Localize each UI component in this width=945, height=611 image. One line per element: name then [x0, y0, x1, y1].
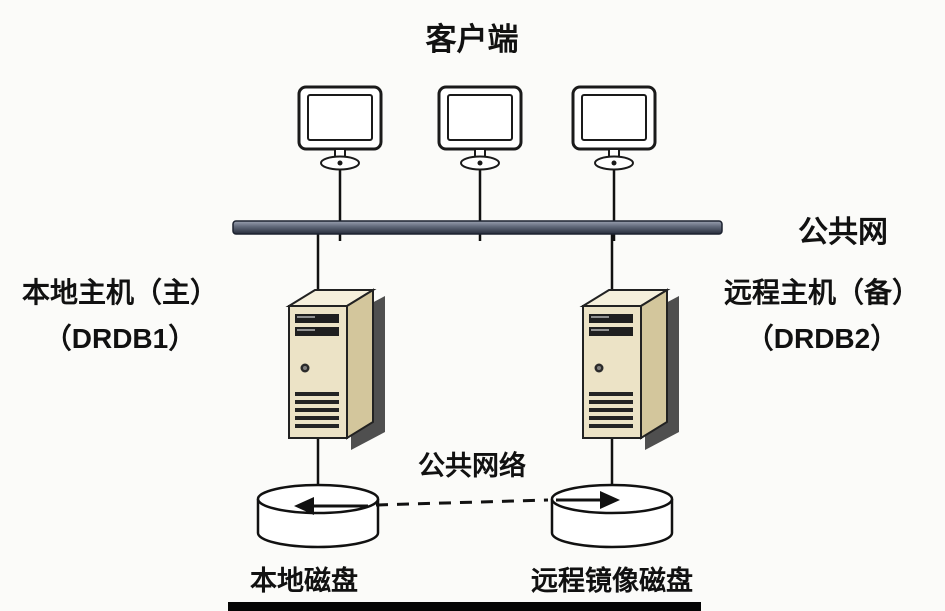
- local-server-icon: [288, 289, 386, 451]
- clients-title-label: 客户端: [426, 22, 519, 57]
- client-monitor-icon: [437, 85, 523, 171]
- local-disk-label: 本地磁盘: [250, 565, 358, 596]
- network-bus-bar: [232, 220, 723, 235]
- local-disk-icon: [256, 483, 380, 549]
- remote-disk-label: 远程镜像磁盘: [531, 565, 693, 596]
- replication-arrows: [294, 491, 620, 515]
- remote-server-icon: [582, 289, 680, 451]
- right-arrowhead-icon: [600, 491, 620, 509]
- remote-host-label: 远程主机（备）: [724, 276, 920, 308]
- remote-disk-icon: [550, 483, 674, 549]
- remote-host-name-label: （DRDB2）: [746, 322, 898, 354]
- bottom-bar: [228, 602, 701, 611]
- client-monitor-icon: [297, 85, 383, 171]
- replication-network-label: 公共网络: [418, 450, 526, 481]
- left-arrowhead-icon: [294, 497, 314, 515]
- connector-lines: [316, 168, 616, 500]
- local-host-name-label: （DRDB1）: [44, 322, 196, 354]
- client-monitor-icon: [571, 85, 657, 171]
- public-network-bus-label: 公共网: [798, 216, 888, 249]
- local-host-label: 本地主机（主）: [22, 276, 218, 308]
- replication-dashed-line: [375, 498, 549, 507]
